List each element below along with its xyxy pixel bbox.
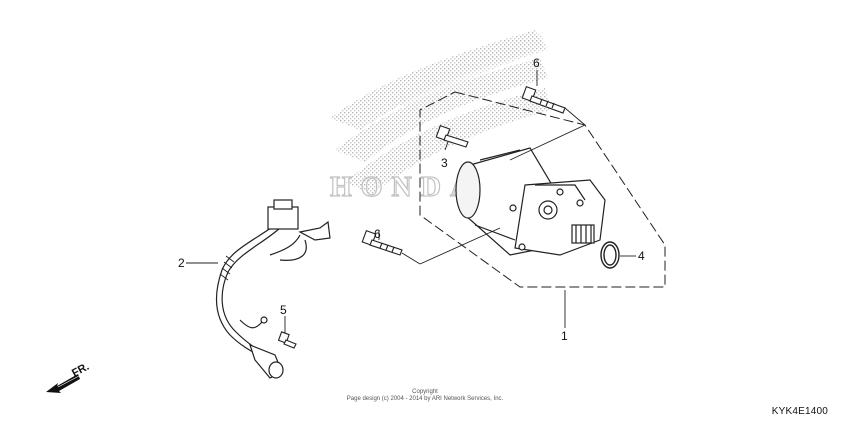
callout-part-2: 2	[178, 256, 185, 270]
o-ring	[600, 241, 620, 269]
leader-lines	[186, 70, 636, 333]
diagram-code: KYK4E1400	[771, 406, 828, 417]
callout-part-6-lower: 6	[374, 227, 381, 241]
callout-part-1: 1	[561, 329, 568, 343]
starter-cable	[215, 199, 331, 379]
front-direction-arrow-icon	[46, 374, 80, 393]
assembly-outline	[419, 91, 666, 288]
copyright-notice: Copyright Page design (c) 2004 - 2014 by…	[300, 389, 550, 403]
callout-part-6-upper: 6	[533, 56, 540, 70]
bolt-small	[277, 331, 297, 349]
copyright-line-1: Copyright	[412, 389, 438, 395]
starter-motor	[455, 147, 606, 256]
svg-text:HONDA: HONDA	[330, 172, 479, 203]
cable-sleeve	[219, 255, 235, 281]
callout-part-3: 3	[441, 156, 448, 170]
bolt-lower	[361, 229, 403, 256]
bolt-middle	[435, 124, 469, 148]
honda-wordmark-watermark: HONDA	[329, 171, 479, 203]
copyright-line-2: Page design (c) 2004 - 2014 by ARI Netwo…	[346, 396, 504, 402]
bolt-upper	[521, 85, 566, 114]
callout-part-5: 5	[280, 303, 287, 317]
callout-part-4: 4	[638, 249, 645, 263]
